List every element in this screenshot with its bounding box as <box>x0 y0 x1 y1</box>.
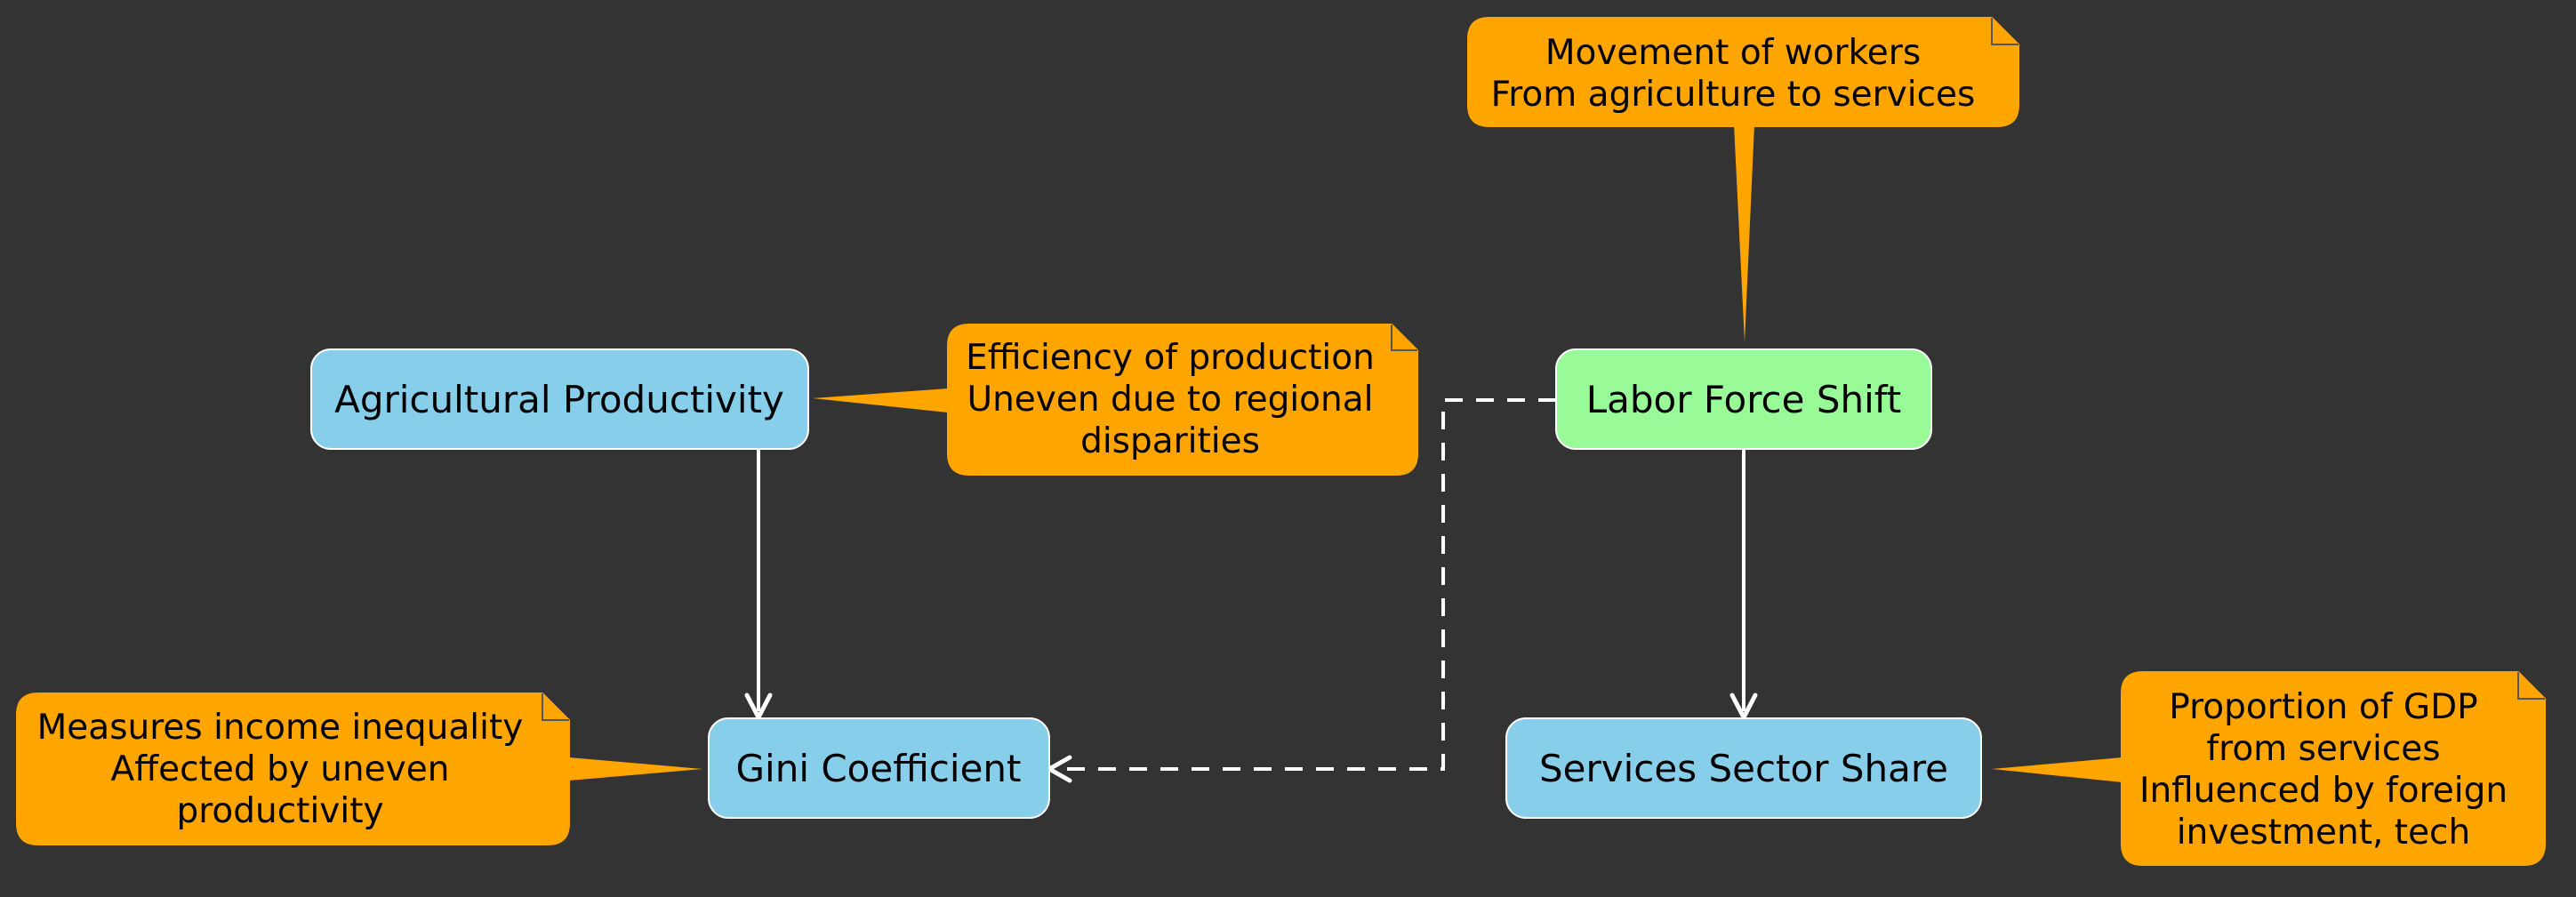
note-line: investment, tech <box>2177 813 2470 853</box>
node-label: Labor Force Shift <box>1586 378 1902 421</box>
note-labor-force-shift: Movement of workers From agriculture to … <box>1467 17 2019 127</box>
note-line: Efficiency of production <box>966 338 1375 378</box>
note-line: from services <box>2206 729 2440 769</box>
note-tail-labor <box>1734 124 1754 342</box>
note-tail-services <box>1992 757 2123 782</box>
node-services-sector-share[interactable]: Services Sector Share <box>1505 717 1982 819</box>
note-line: Uneven due to regional <box>967 380 1374 420</box>
note-gini-coefficient: Measures income inequality Affected by u… <box>16 693 570 845</box>
note-tail-agri <box>813 388 948 412</box>
note-line: Influenced by foreign <box>2139 771 2508 811</box>
note-tail-gini <box>569 757 702 781</box>
node-label: Services Sector Share <box>1539 747 1948 790</box>
note-line: Affected by uneven <box>111 749 450 789</box>
node-label: Gini Coefficient <box>735 747 1021 790</box>
edge-labor-to-services <box>1729 450 1758 720</box>
node-agricultural-productivity[interactable]: Agricultural Productivity <box>310 348 809 450</box>
note-services-sector-share: Proportion of GDP from services Influenc… <box>2121 671 2546 866</box>
note-agricultural-productivity: Efficiency of production Uneven due to r… <box>947 324 1418 476</box>
arrowhead-icon <box>1047 755 1072 783</box>
note-line: disparities <box>1080 421 1260 461</box>
note-line: Measures income inequality <box>37 708 524 748</box>
note-line: Movement of workers <box>1545 33 1921 73</box>
note-line: From agriculture to services <box>1491 75 1976 115</box>
edge-agri-to-gini <box>744 450 773 720</box>
note-line: productivity <box>176 791 383 831</box>
node-label: Agricultural Productivity <box>334 378 784 421</box>
node-labor-force-shift[interactable]: Labor Force Shift <box>1555 348 1932 450</box>
note-line: Proportion of GDP <box>2169 687 2477 727</box>
node-gini-coefficient[interactable]: Gini Coefficient <box>708 717 1050 819</box>
